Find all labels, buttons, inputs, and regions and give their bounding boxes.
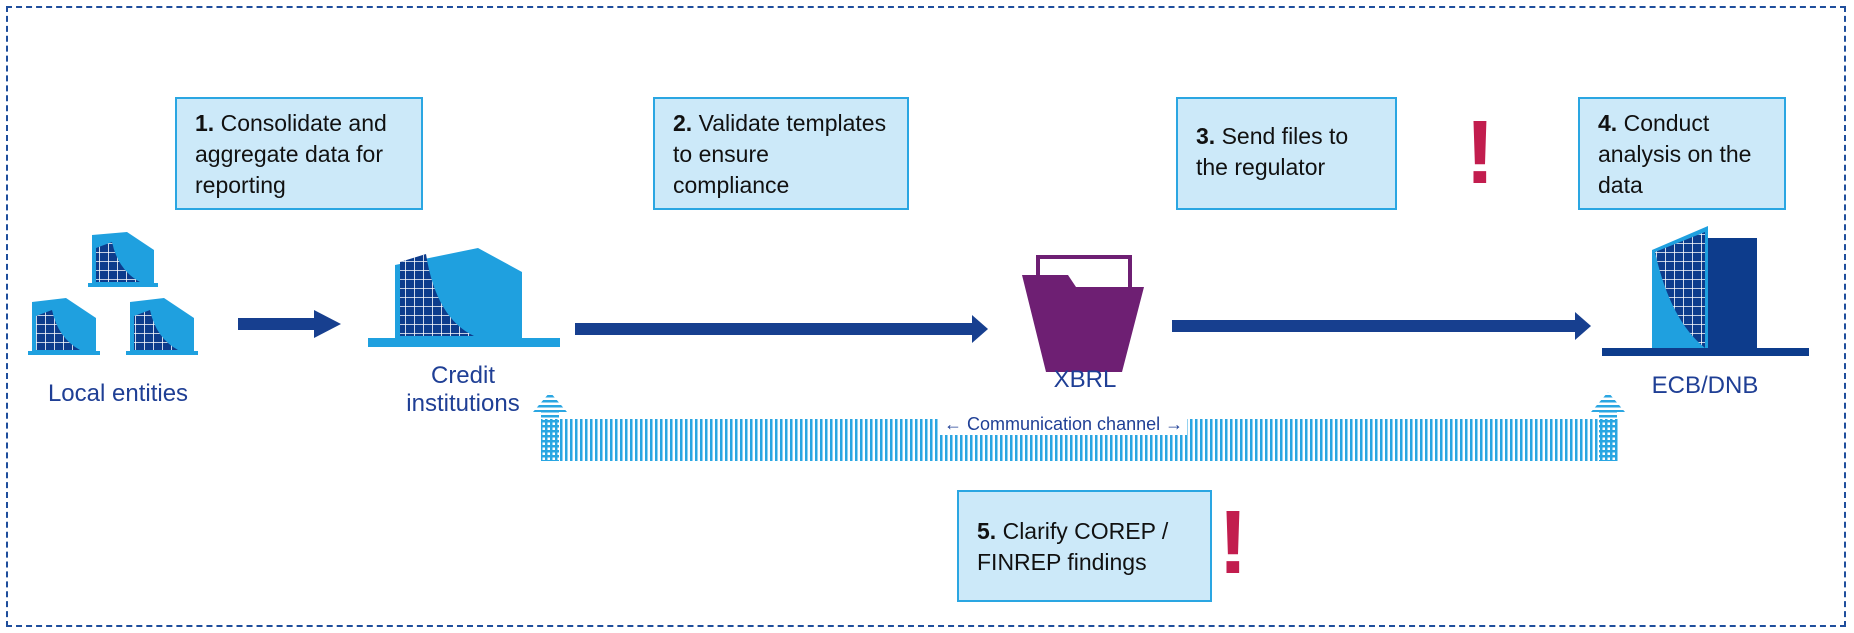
step-2-box: 2. Validate templates to ensure complian… bbox=[653, 97, 909, 210]
ecb-dnb-building-icon bbox=[1602, 226, 1809, 356]
step-1-number: 1. bbox=[195, 110, 215, 136]
step-3-text: Send files to the regulator bbox=[1196, 123, 1349, 180]
arrow-credit-to-xbrl bbox=[575, 315, 988, 343]
diagram-frame bbox=[6, 6, 1846, 627]
ecb-dnb-label: ECB/DNB bbox=[1651, 372, 1759, 399]
arrow-xbrl-to-ecb bbox=[1172, 312, 1591, 340]
step-5-number: 5. bbox=[977, 518, 997, 544]
step-3-number: 3. bbox=[1196, 123, 1216, 149]
credit-institution-building-icon bbox=[368, 248, 560, 347]
step-1-text: Consolidate and aggregate data for repor… bbox=[195, 110, 387, 198]
step-5-box: 5. Clarify COREP / FINREP findings bbox=[957, 490, 1212, 602]
local-entity-building-right bbox=[126, 298, 198, 355]
alert-mark-clarify: ! bbox=[1218, 493, 1248, 593]
local-entity-building-top bbox=[88, 232, 158, 287]
arrow-local-to-credit bbox=[238, 310, 341, 338]
xbrl-label: XBRL bbox=[1053, 366, 1117, 393]
communication-channel-label: ← Communication channel → bbox=[940, 414, 1188, 435]
step-4-box: 4. Conduct analysis on the data bbox=[1578, 97, 1786, 210]
step-5-text: Clarify COREP / FINREP findings bbox=[977, 518, 1169, 575]
credit-institutions-label: Credit institutions bbox=[406, 362, 520, 417]
step-1-box: 1. Consolidate and aggregate data for re… bbox=[175, 97, 423, 210]
step-4-text: Conduct analysis on the data bbox=[1598, 110, 1752, 198]
step-4-number: 4. bbox=[1598, 110, 1618, 136]
step-2-text: Validate templates to ensure compliance bbox=[673, 110, 887, 198]
alert-mark-send: ! bbox=[1465, 103, 1495, 203]
local-entities-label: Local entities bbox=[47, 380, 189, 407]
step-3-box: 3. Send files to the regulator bbox=[1176, 97, 1397, 210]
step-2-number: 2. bbox=[673, 110, 693, 136]
local-entity-building-left bbox=[28, 298, 100, 355]
xbrl-folder-icon bbox=[1022, 255, 1144, 372]
